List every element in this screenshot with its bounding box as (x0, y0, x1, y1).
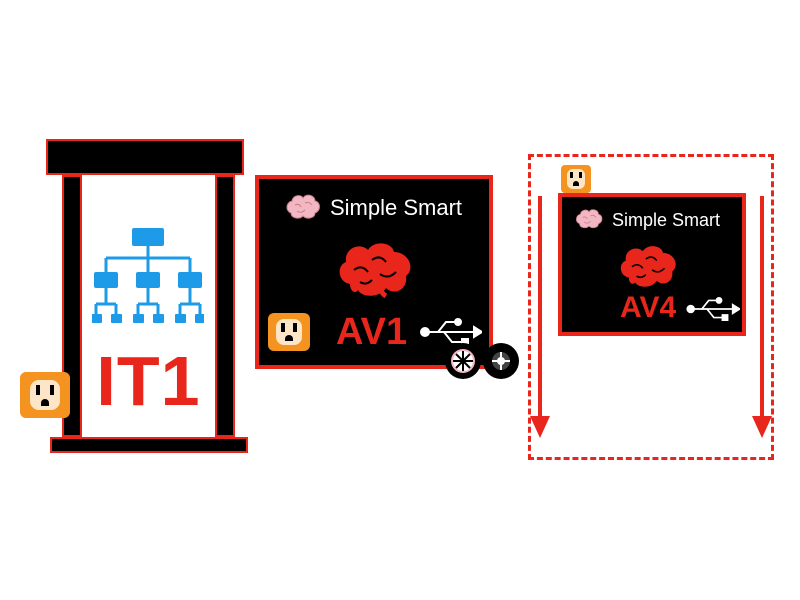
rack-top-bar (46, 139, 244, 175)
rack-right-post (215, 175, 235, 437)
av1-brand-title: Simple Smart (330, 195, 463, 220)
brain-icon (286, 194, 320, 219)
rack-left-post (62, 175, 82, 437)
brain-icon (620, 246, 676, 287)
av4-label: AV4 (620, 291, 677, 324)
it1-label: IT1 (96, 342, 201, 420)
rack-interior (82, 175, 215, 437)
network-hierarchy-icon (92, 228, 204, 323)
usb-icon (686, 297, 740, 321)
down-arrow-icon (752, 196, 772, 438)
down-arrow-icon (530, 196, 550, 438)
rack-bottom-bar (50, 437, 248, 453)
brain-icon (339, 243, 411, 298)
power-outlet-icon (20, 372, 70, 418)
av4-zone-outline (528, 154, 774, 460)
power-outlet-icon (268, 313, 310, 351)
power-outlet-icon (561, 165, 591, 193)
av1-label: AV1 (336, 311, 408, 353)
wheel-icon (445, 343, 519, 379)
av4-brand-title: Simple Smart (612, 210, 721, 230)
brain-icon (576, 209, 603, 229)
